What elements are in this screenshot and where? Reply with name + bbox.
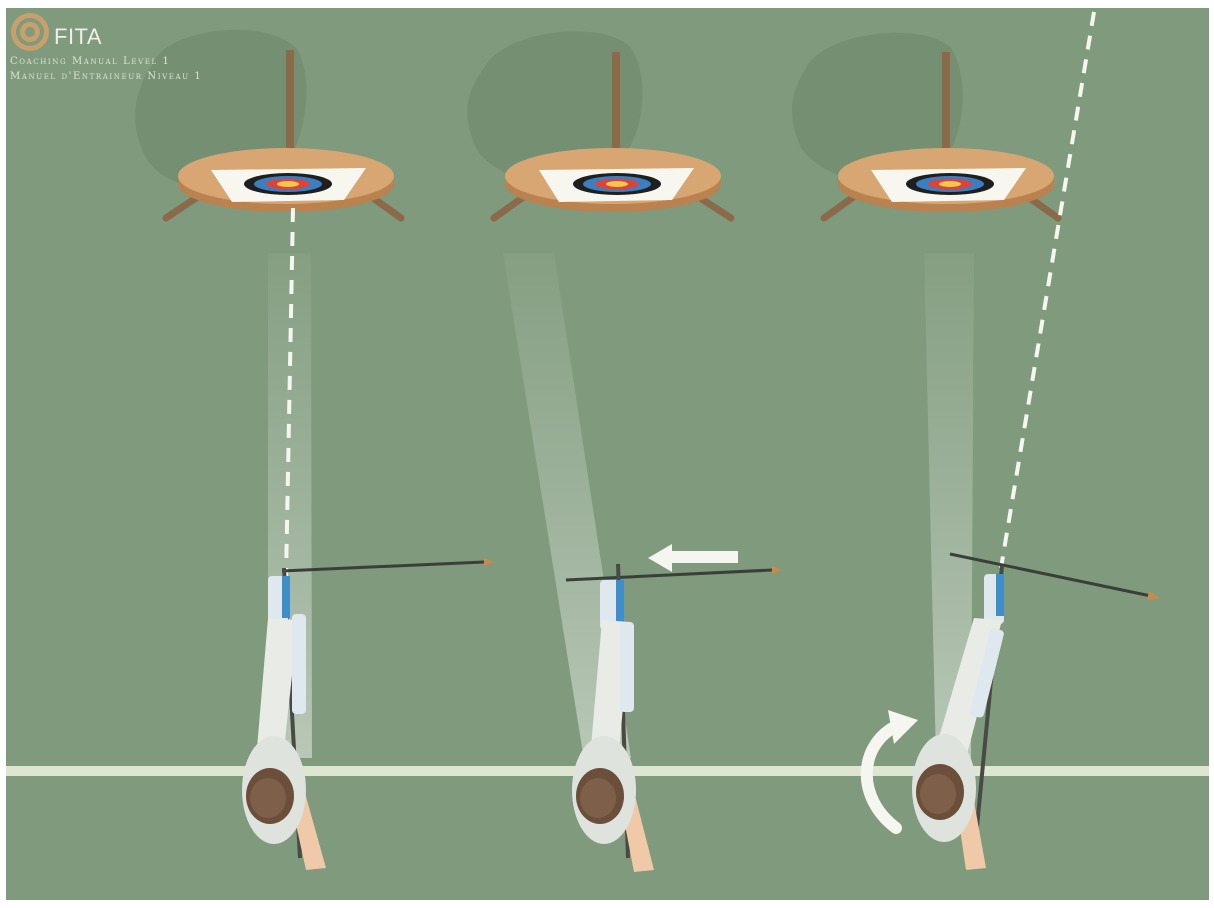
org-name: FITA [54, 24, 102, 50]
left-arrow-icon [648, 544, 738, 572]
archery-alignment-illustration [6, 8, 1209, 900]
quiver [620, 622, 634, 712]
fita-target-logo-icon [8, 10, 52, 54]
aim-line [1001, 12, 1094, 568]
arrow-shaft [950, 554, 1151, 596]
panel-1 [135, 30, 494, 870]
arrow-point [484, 558, 494, 566]
arrow-point [1147, 591, 1160, 600]
archer [242, 568, 326, 870]
arrow-shaft [282, 562, 484, 571]
panel-2 [467, 31, 782, 872]
target-face [906, 173, 994, 195]
arrow-point [772, 566, 782, 574]
panel-3 [792, 12, 1160, 870]
target-face [573, 173, 661, 195]
manual-title-fr: Manuel d'Entraineur Niveau 1 [10, 71, 202, 82]
manual-title-en: Coaching Manual Level 1 [10, 56, 170, 67]
target-face [244, 173, 332, 195]
diagram-canvas: FITA Coaching Manual Level 1 Manuel d'En… [6, 8, 1209, 900]
quiver [292, 614, 306, 714]
